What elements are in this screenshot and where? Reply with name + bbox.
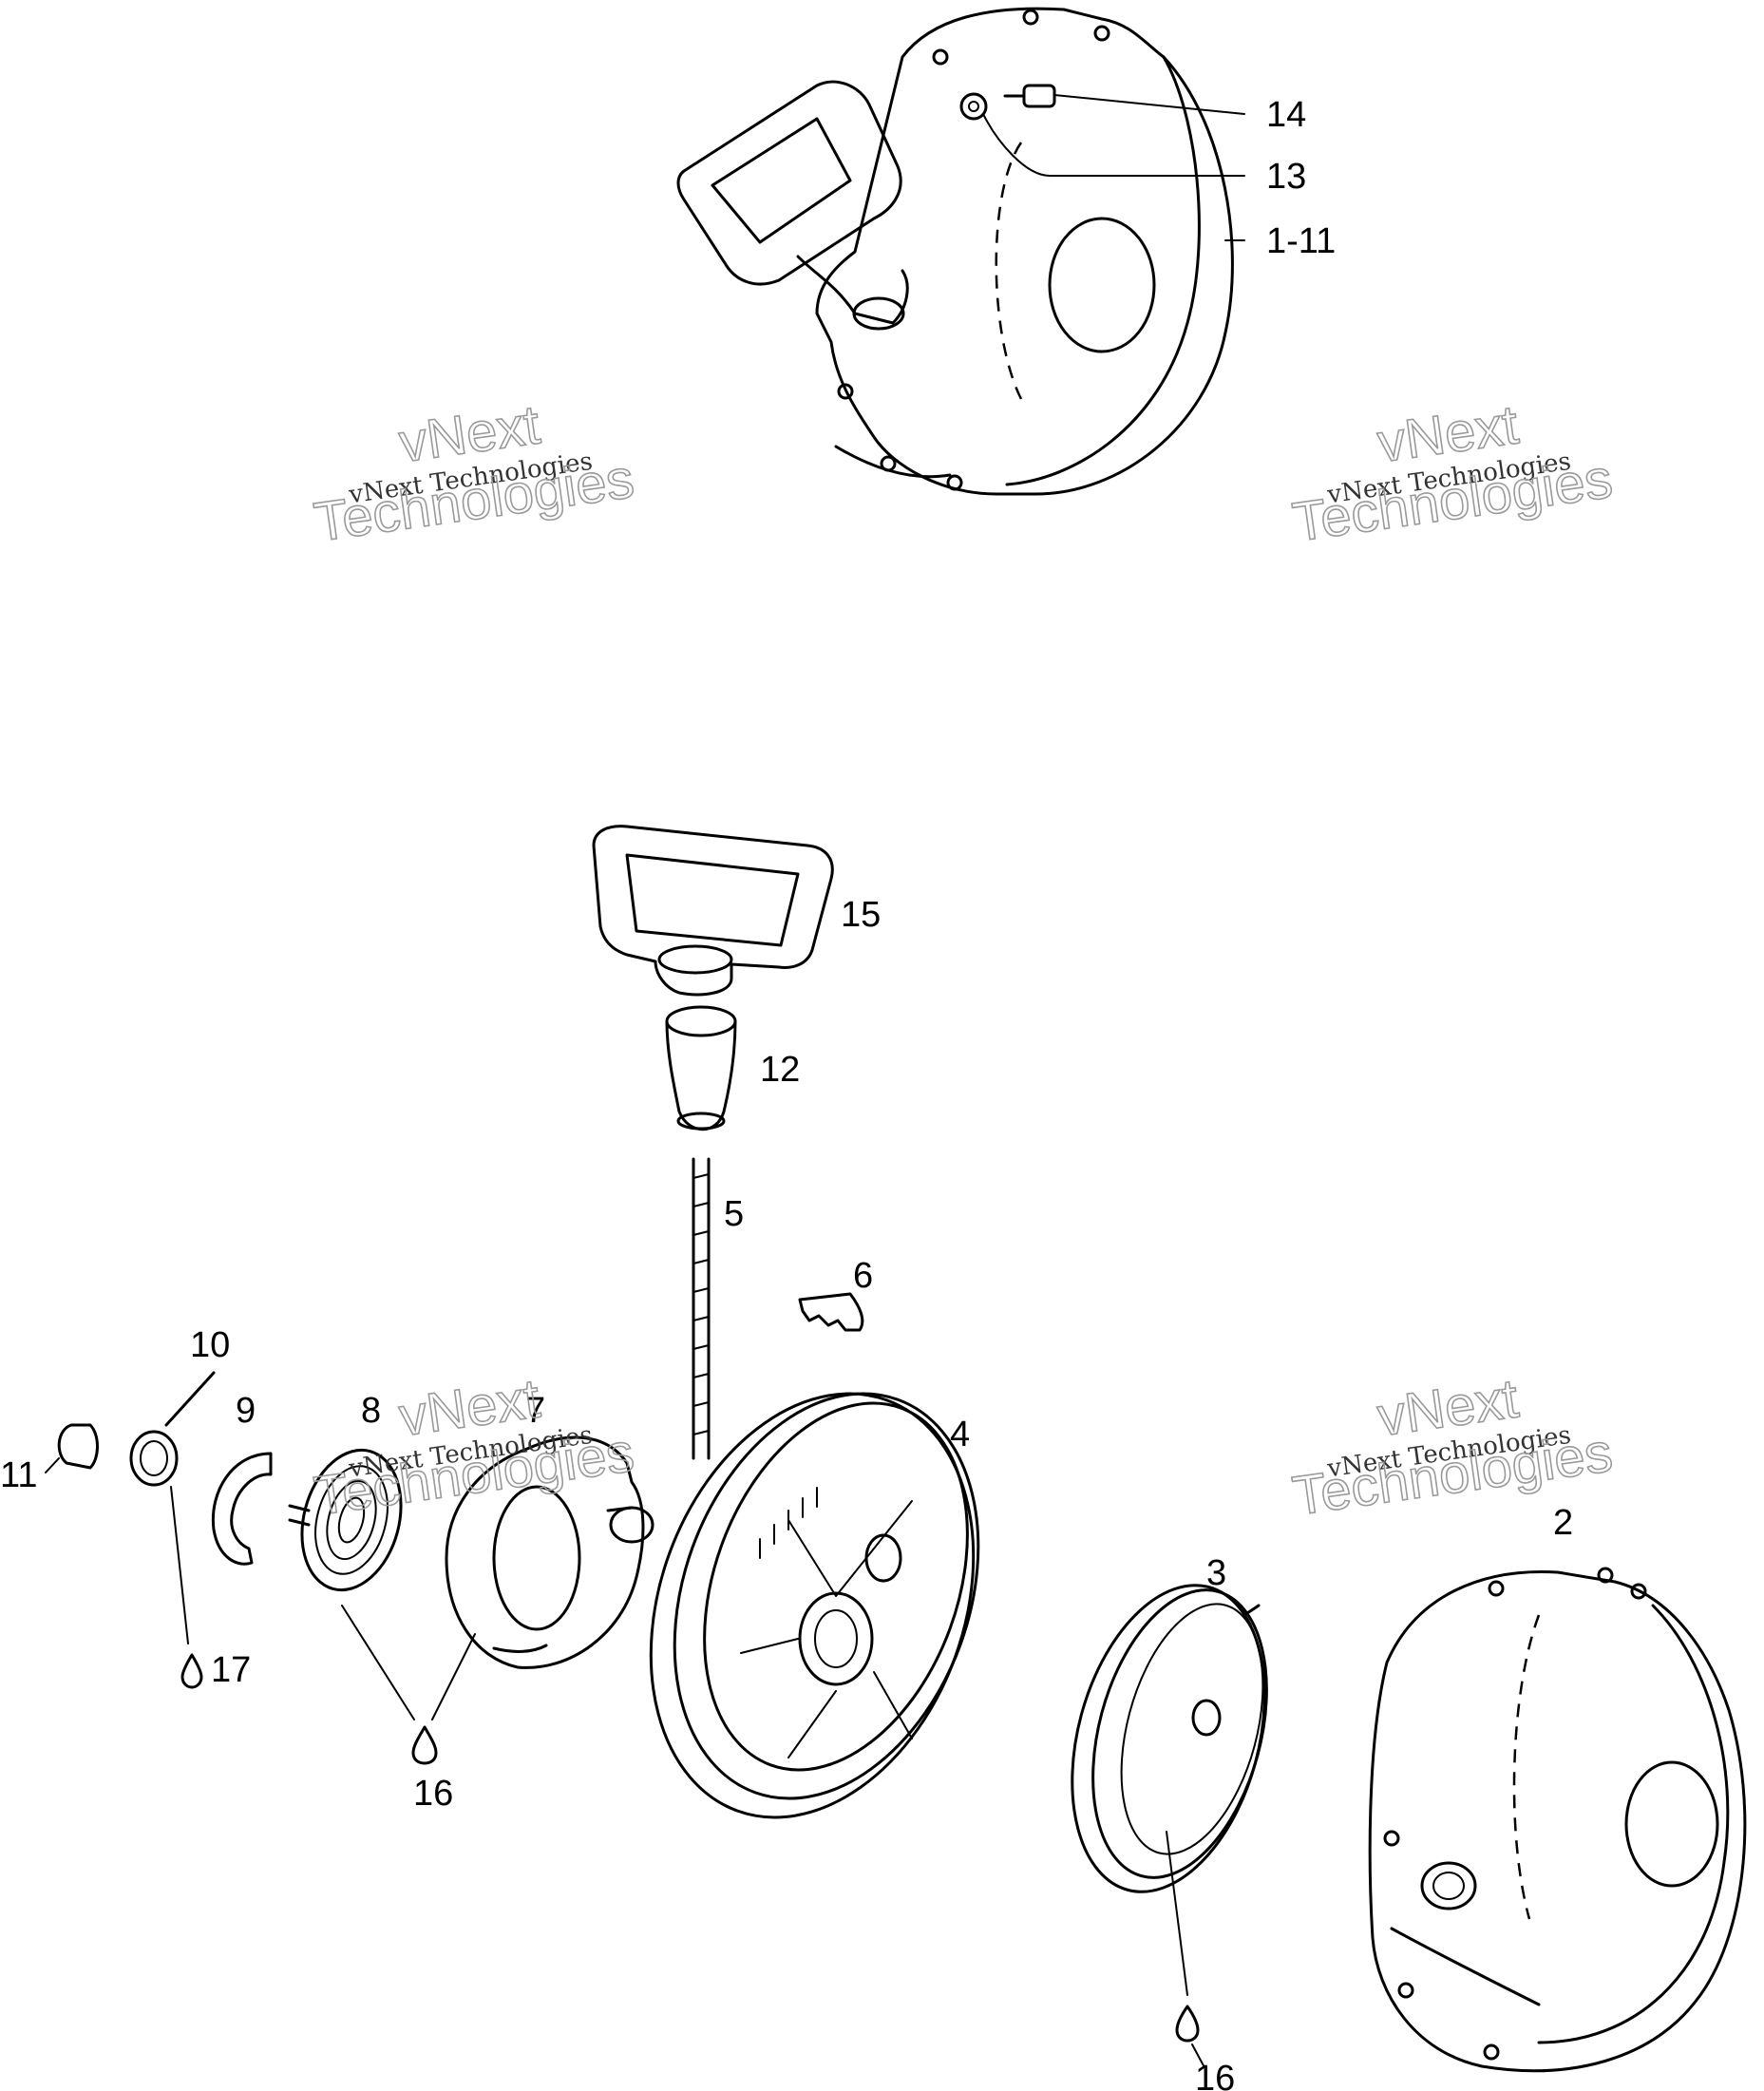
leader-lines-top <box>982 94 1245 241</box>
watermark-4: vNext vNext Technologies Technologies <box>1288 1367 1617 1529</box>
part-10-friction-spring <box>129 1371 216 1487</box>
part-7-drive-plate <box>445 1435 654 1669</box>
label-14: 14 <box>1266 95 1306 135</box>
part-8-spring <box>288 1448 403 1592</box>
label-9: 9 <box>236 1391 256 1431</box>
label-2: 2 <box>1553 1503 1573 1543</box>
label-4: 4 <box>950 1415 970 1454</box>
label-8: 8 <box>361 1391 381 1431</box>
label-15: 15 <box>841 895 881 935</box>
label-16-right: 16 <box>1195 2059 1235 2091</box>
assembled-starter-housing <box>676 7 1234 496</box>
part-16-lubricant-right <box>1166 1831 1207 2072</box>
part-2-housing <box>1368 1567 1747 2073</box>
part-9-circlip <box>211 1452 273 1566</box>
label-5: 5 <box>724 1194 744 1234</box>
watermark-3: vNext vNext Technologies Technologies <box>310 1367 638 1529</box>
watermark-1: vNext vNext Technologies Technologies <box>310 393 638 555</box>
part-6-pawl <box>798 1292 864 1332</box>
label-3: 3 <box>1206 1553 1226 1593</box>
label-10: 10 <box>190 1325 230 1365</box>
label-16-left: 16 <box>413 1774 453 1814</box>
watermark-2: vNext vNext Technologies Technologies <box>1288 393 1617 555</box>
label-7: 7 <box>525 1391 545 1431</box>
part-3-rewind-spring <box>1071 1584 1268 1893</box>
label-11: 11 <box>0 1455 37 1495</box>
part-16-lubricant-left <box>341 1605 476 1765</box>
label-6: 6 <box>853 1256 873 1296</box>
label-17: 17 <box>211 1650 251 1690</box>
part-5-rope <box>692 1157 711 1460</box>
part-15-handle <box>592 825 834 997</box>
label-1-11: 1-11 <box>1266 221 1336 261</box>
label-12: 12 <box>760 1050 800 1090</box>
part-4-rope-pulley <box>649 1392 980 1819</box>
part-11-clip <box>45 1423 99 1473</box>
part-17-lubricant <box>170 1486 203 1689</box>
label-13: 13 <box>1266 157 1306 197</box>
part-12-grommet <box>665 1005 737 1131</box>
